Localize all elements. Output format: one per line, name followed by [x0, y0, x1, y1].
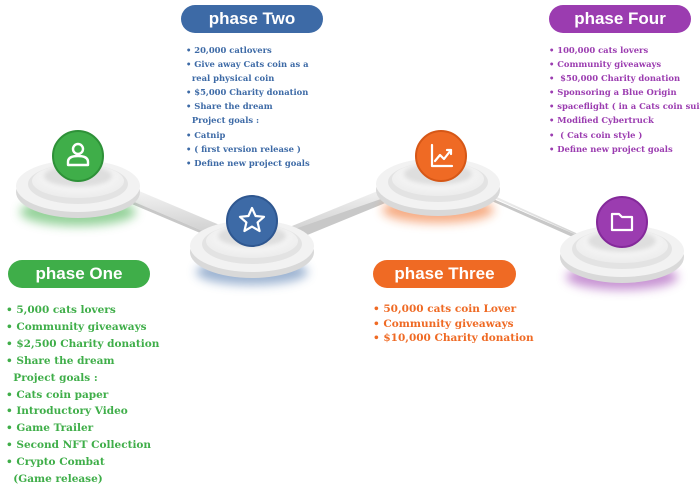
folder-icon	[610, 212, 634, 232]
list-item: • Modified Cybertruck	[549, 115, 654, 126]
list-item: • Introductory Video	[6, 405, 128, 418]
list-item: • ( first version release )	[186, 143, 301, 154]
list-item: • Define new project goals	[549, 143, 673, 154]
star-icon	[238, 206, 266, 233]
list-item: • 20,000 catlovers	[186, 45, 272, 55]
list-item: • Sponsoring a Blue Origin	[549, 87, 677, 98]
list-item: • $10,000 Charity donation	[373, 332, 534, 344]
list-item: • Share the dream	[186, 101, 273, 112]
phase-one-items: • 5,000 cats lovers • Community giveaway…	[6, 302, 159, 488]
phase-four-title: phase Four	[549, 5, 691, 33]
list-item: • Crypto Combat	[6, 456, 105, 469]
list-item: • Second NFT Collection	[6, 439, 152, 452]
list-item: • $5,000 Charity donation	[186, 87, 309, 98]
phase-three-items: • 50,000 cats coin Lover • Community giv…	[373, 302, 534, 346]
list-item: • $2,500 Charity donation	[6, 337, 160, 350]
list-item: • $50,000 Charity donation	[549, 73, 681, 84]
list-item: • Cats coin paper	[6, 388, 109, 401]
list-item: • Community giveaways	[6, 320, 147, 333]
phase-two-title: phase Two	[181, 5, 323, 33]
platform-phase-four	[560, 196, 684, 290]
list-item: • Game Trailer	[6, 422, 94, 435]
list-item: Project goals :	[186, 115, 260, 126]
connector-bars	[118, 186, 586, 243]
list-item: real physical coin	[186, 73, 275, 84]
list-item: • ( Cats coin style )	[549, 129, 643, 140]
phase-two-items: • 20,000 catlovers • Give away Cats coin…	[186, 43, 310, 170]
phase-four-items: • 100,000 cats lovers • Community giveaw…	[549, 43, 700, 156]
list-item: • spaceflight ( in a Cats coin suit )	[549, 101, 700, 112]
platform-phase-three	[376, 130, 500, 223]
phase-one-title: phase One	[8, 260, 150, 288]
list-item: • 100,000 cats lovers	[549, 45, 649, 55]
phase-three-title: phase Three	[373, 260, 516, 288]
list-item: • Give away Cats coin as a	[186, 59, 309, 70]
list-item: • Catnip	[186, 129, 226, 140]
list-item: • Community giveaways	[549, 59, 662, 70]
list-item: • Share the dream	[6, 354, 115, 367]
list-item: • 5,000 cats lovers	[6, 304, 116, 316]
list-item: • Define new project goals	[186, 157, 310, 168]
list-item: • 50,000 cats coin Lover	[373, 303, 517, 315]
platform-phase-one	[16, 130, 140, 226]
list-item: • Community giveaways	[373, 317, 514, 330]
platform-phase-two	[190, 195, 314, 285]
chart-icon	[430, 143, 454, 168]
list-item: Project goals :	[6, 371, 98, 384]
person-icon	[66, 142, 90, 167]
list-item: (Game release)	[6, 473, 103, 486]
